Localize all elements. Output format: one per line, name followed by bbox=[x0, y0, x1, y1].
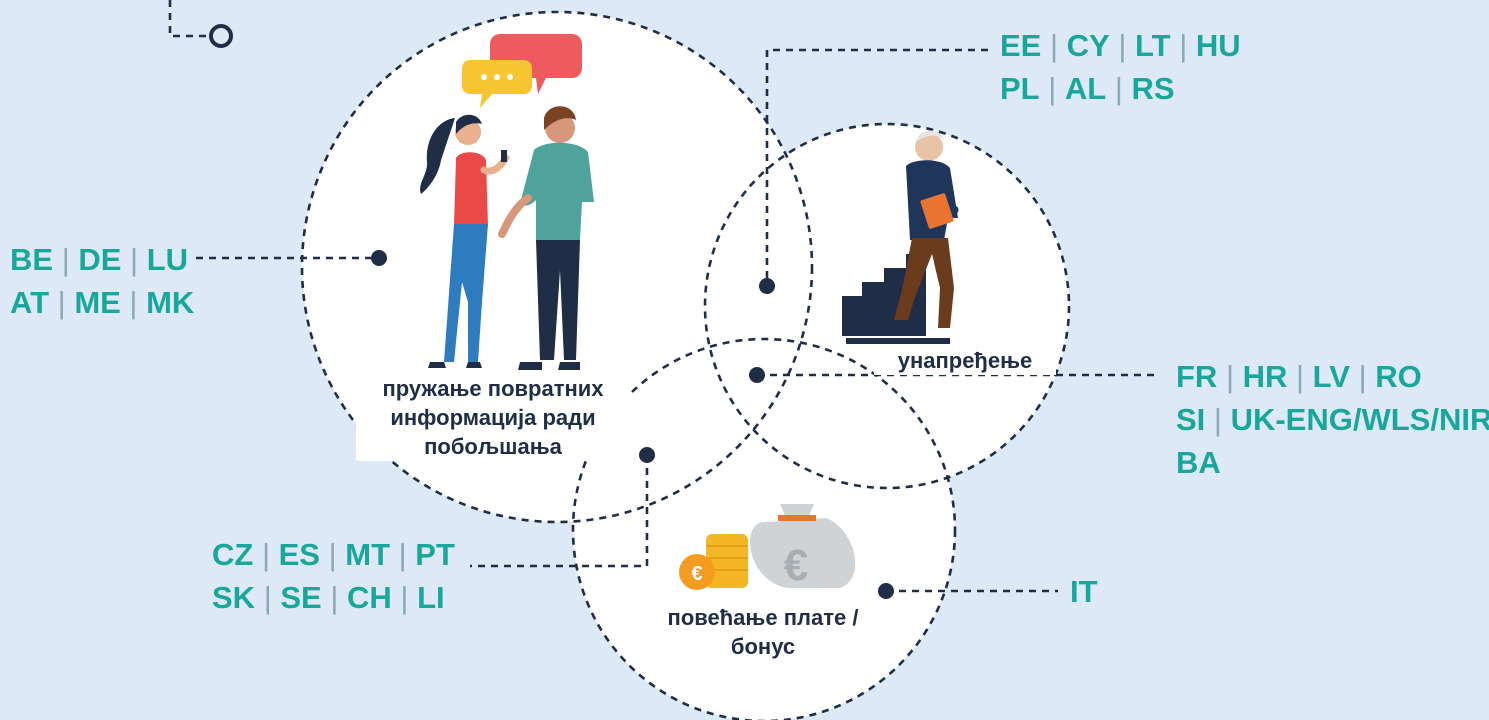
promotion-label: унапређење bbox=[874, 346, 1056, 375]
feedback-label-line-1: пружање повратних bbox=[382, 376, 604, 401]
connector-lines bbox=[168, 0, 1158, 593]
country-code: EE bbox=[1000, 28, 1042, 63]
countries-line: PL | AL | RS bbox=[1000, 71, 1175, 106]
svg-text:€: € bbox=[784, 541, 808, 590]
country-code: SI bbox=[1176, 402, 1206, 437]
country-code: LT bbox=[1135, 28, 1171, 63]
dot-feedback-promotion bbox=[759, 278, 775, 294]
countries-salary: IT bbox=[1070, 570, 1098, 613]
countries-feedback-promotion: EE | CY | LT | HU PL | AL | RS bbox=[1000, 24, 1241, 110]
dot-all-three bbox=[749, 367, 765, 383]
promotion-label-line-1: унапређење bbox=[897, 348, 1033, 373]
salary-label-line-1: повећање плате / bbox=[667, 605, 859, 630]
salary-label-line-2: бонус bbox=[730, 634, 796, 659]
country-code: CZ bbox=[212, 537, 254, 572]
countries-line: BA bbox=[1176, 441, 1489, 484]
feedback-label-line-2: информација ради bbox=[390, 405, 596, 430]
country-code: RS bbox=[1131, 71, 1175, 106]
salary-label: повећање плате / бонус bbox=[640, 603, 886, 661]
countries-line: SI | UK-ENG/WLS/NIR bbox=[1176, 398, 1489, 441]
countries-line: CZ | ES | MT | PT bbox=[212, 537, 455, 572]
country-code: PL bbox=[1000, 71, 1040, 106]
country-code: FR bbox=[1176, 359, 1218, 394]
feedback-label: пружање повратних информација ради побољ… bbox=[356, 374, 630, 461]
country-code: SK bbox=[212, 580, 256, 615]
countries-line: IT bbox=[1070, 570, 1098, 613]
feedback-label-line-3: побољшања bbox=[424, 434, 562, 459]
country-code: UK-ENG/WLS/NIR bbox=[1230, 402, 1489, 437]
svg-text:€: € bbox=[691, 563, 702, 585]
dot-feedback bbox=[371, 250, 387, 266]
country-code: ME bbox=[74, 285, 121, 320]
connector-dots bbox=[371, 250, 894, 599]
country-code: SE bbox=[280, 580, 322, 615]
country-code: AL bbox=[1064, 71, 1107, 106]
country-code: MT bbox=[345, 537, 391, 572]
countries-line: SK | SE | CH | LI bbox=[212, 580, 445, 615]
country-code: MK bbox=[146, 285, 195, 320]
connector-feedback-salary bbox=[470, 455, 649, 568]
country-code: PT bbox=[415, 537, 455, 572]
country-code: CY bbox=[1066, 28, 1110, 63]
country-code: DE bbox=[78, 242, 122, 277]
country-code: AT bbox=[10, 285, 50, 320]
country-code: HR bbox=[1242, 359, 1288, 394]
countries-line: FR | HR | LV | RO bbox=[1176, 359, 1422, 394]
country-code: LU bbox=[146, 242, 189, 277]
man-climbing-stairs-icon bbox=[842, 130, 959, 344]
country-code: RO bbox=[1375, 359, 1422, 394]
countries-line: EE | CY | LT | HU bbox=[1000, 28, 1241, 63]
top-left-ring bbox=[209, 24, 233, 48]
dot-salary bbox=[878, 583, 894, 599]
countries-feedback: BE | DE | LU AT | ME | MK bbox=[10, 238, 194, 324]
country-code: IT bbox=[1070, 574, 1098, 609]
country-code: CH bbox=[347, 580, 392, 615]
two-people-talking-icon bbox=[420, 34, 594, 370]
country-code: LI bbox=[417, 580, 445, 615]
money-bag-coins-icon: € € bbox=[679, 504, 856, 590]
country-code: HU bbox=[1195, 28, 1241, 63]
country-code: ES bbox=[278, 537, 320, 572]
country-code: BE bbox=[10, 242, 54, 277]
connector-feedback-promotion bbox=[765, 48, 988, 285]
countries-line: AT | ME | MK bbox=[10, 285, 195, 320]
countries-line: BE | DE | LU bbox=[10, 242, 189, 277]
countries-all-three: FR | HR | LV | RO SI | UK-ENG/WLS/NIR BA bbox=[1176, 355, 1489, 484]
dot-feedback-salary bbox=[639, 447, 655, 463]
country-code: LV bbox=[1312, 359, 1350, 394]
countries-feedback-salary: CZ | ES | MT | PT SK | SE | CH | LI bbox=[212, 533, 455, 619]
country-code: BA bbox=[1176, 445, 1221, 480]
connector-top-left bbox=[168, 0, 210, 38]
